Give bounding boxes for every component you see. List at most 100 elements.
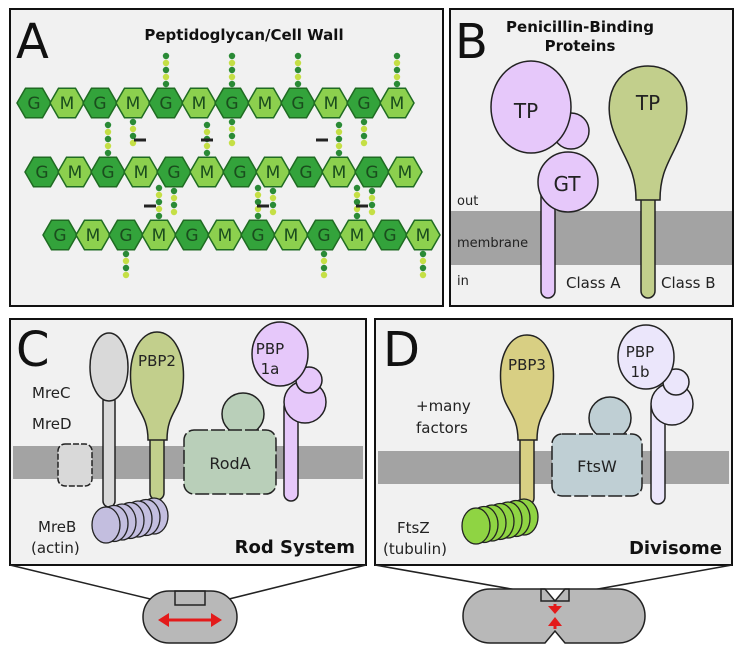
nag-sugar: G [24,156,60,188]
peptide-bead [170,194,178,202]
peptide-bead [155,191,163,199]
peptide-bead [360,125,368,133]
peptide-bead [228,52,236,60]
peptide-bead [353,191,361,199]
nam-sugar: M [207,219,243,251]
peptide-bead [228,59,236,67]
nag-sugar: G [156,156,192,188]
peptide-bead [104,135,112,143]
pbp2-label: PBP2 [138,352,176,370]
sugar-m-label: M [86,226,101,246]
peptide-bead [335,121,343,129]
peptide-bead [162,73,170,81]
nag-sugar: G [346,87,382,119]
peptide-bead [353,198,361,206]
panel-b-title-line2: Proteins [545,37,616,55]
nam-sugar: M [313,87,349,119]
peptide-bead [294,73,302,81]
sugar-m-label: M [192,94,207,114]
peptide-bead [122,271,130,279]
peptide-bead [320,257,328,265]
dividing-cell [462,588,646,644]
peptide-bead [335,149,343,157]
sugar-m-label: M [152,226,167,246]
sugar-m-label: M [68,163,83,183]
mreb-label-line1: MreB [38,518,76,536]
peptide-bead [294,66,302,74]
peptide-bead [353,212,361,220]
peptide-bead [368,187,376,195]
gt-label: GT [553,172,581,196]
pbp3-label: PBP3 [508,356,546,374]
nag-sugar: G [354,156,390,188]
membrane-label: membrane [457,236,528,251]
nag-sugar: G [288,156,324,188]
sugar-m-label: M [350,226,365,246]
sugar-g-label: G [233,163,246,183]
peptide-bead [368,208,376,216]
peptide-bead [228,73,236,81]
peptide-bead [368,201,376,209]
peptide-bead [129,118,137,126]
peptide-bead [335,142,343,150]
peptide-bead [419,264,427,272]
peptide-bead [228,66,236,74]
nam-sugar: M [57,156,93,188]
pbp1b-label-line2: 1b [630,363,649,381]
class-a-pbp: TP GT [490,60,599,299]
peptide-bead [104,128,112,136]
peptide-bead [203,142,211,150]
peptide-bead [393,52,401,60]
constriction-arrows [548,604,562,629]
factors-label-line2: factors [416,419,468,437]
sugar-g-label: G [185,226,198,246]
peptide-bead [335,128,343,136]
sugar-g-label: G [383,226,396,246]
peptide-bead [129,125,137,133]
pbp1a-label-line2: 1a [261,360,280,378]
nam-sugar: M [75,219,111,251]
dividing-cell-schematic [374,564,733,644]
nag-sugar: G [42,219,78,251]
peptide-bead [104,142,112,150]
nag-sugar: G [306,219,342,251]
peptide-bead [320,250,328,258]
peptide-bead [360,118,368,126]
sugar-g-label: G [291,94,304,114]
sugar-g-label: G [93,94,106,114]
nam-sugar: M [339,219,375,251]
pbp2-protein: PBP2 [129,331,185,501]
nag-sugar: G [372,219,408,251]
peptide-bead [254,191,262,199]
nag-sugar: G [108,219,144,251]
rod-cell [142,590,238,644]
sugar-m-label: M [390,94,405,114]
sugar-g-label: G [357,94,370,114]
peptide-bead [269,208,277,216]
rod-elongation-arrow [158,613,222,627]
rod-cell-zoom-box [174,590,206,606]
ftsz-monomer [461,507,491,545]
sugar-m-label: M [258,94,273,114]
panel-b-letter: B [455,14,488,70]
sugar-g-label: G [119,226,132,246]
panel-d: D +many factors PBP3 FtsW PBP 1b FtsZ (t [374,318,733,566]
panel-c-letter: C [16,322,50,378]
rod-cell-schematic [9,564,367,644]
nam-sugar: M [273,219,309,251]
panel-b-title-line1: Penicillin-Binding [506,18,654,36]
out-label: out [457,194,478,209]
peptide-bead [122,264,130,272]
peptide-bead [269,187,277,195]
peptide-bead [170,187,178,195]
peptide-bead [104,149,112,157]
ftsz-label-line1: FtsZ [397,519,430,537]
pbp1a-protein: PBP 1a [251,321,327,502]
mreb-filament [91,497,169,544]
class-b-pbp: TP [608,65,688,299]
nag-sugar: G [148,87,184,119]
nam-sugar: M [123,156,159,188]
peptide-bead [122,250,130,258]
peptide-bead [353,184,361,192]
